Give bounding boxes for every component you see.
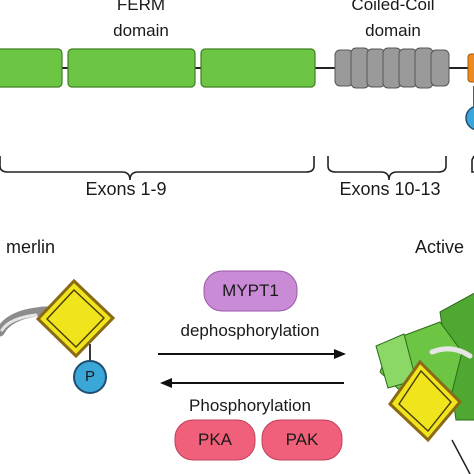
ferm-block-3	[200, 48, 316, 88]
reverse-arrow-head	[160, 378, 172, 388]
phospho-label: P	[84, 368, 95, 385]
exons-1-9-label: Exons 1-9	[85, 179, 167, 199]
coiled-coil-label-line1: Coiled-Coil	[351, 0, 435, 14]
forward-arrow	[158, 349, 346, 359]
ferm-block-1	[0, 48, 63, 88]
yellow-square-domain	[35, 278, 116, 359]
yellow-square-inner	[46, 289, 105, 348]
pak-pill	[261, 419, 343, 461]
ferm-domain-blocks	[0, 48, 316, 88]
active-merlin-label: Active	[415, 237, 465, 257]
coil-1	[334, 49, 354, 87]
mypt1-label: MYPT1	[222, 281, 279, 300]
inactive-merlin-label: merlin	[6, 237, 56, 257]
closed-merlin-structure	[0, 278, 116, 394]
coil-6	[414, 47, 434, 89]
exons-1-9-brace	[0, 156, 315, 181]
coil-7	[430, 49, 450, 87]
coil-3	[366, 48, 386, 88]
coiled-coil-cylinders	[334, 47, 450, 89]
phosphorylation-label: Phosphorylation	[189, 396, 311, 415]
exons-10-13-label: Exons 10-13	[339, 179, 441, 199]
reverse-arrow	[160, 378, 344, 388]
phospho-circle-edge	[465, 105, 474, 131]
yellow-square-inner-right	[398, 369, 452, 433]
exons-10-13-brace	[327, 156, 447, 181]
ferm-block-2	[67, 48, 196, 88]
open-merlin-structure	[375, 292, 474, 474]
mypt1-pill	[203, 270, 298, 312]
pak-label: PAK	[285, 430, 319, 449]
coil-2	[350, 47, 370, 89]
ferm-domain-label-line1: FERM	[116, 0, 166, 14]
right-stem	[451, 439, 471, 474]
edge-brace	[471, 155, 474, 173]
phospho-circle	[73, 360, 107, 394]
gray-linker-arc-highlight	[0, 313, 38, 332]
coiled-coil-label-line2: domain	[365, 21, 421, 40]
pka-label: PKA	[197, 430, 233, 449]
coil-4	[382, 47, 402, 89]
gray-linker-right	[429, 346, 473, 359]
yellow-square-domain-right	[388, 359, 463, 443]
c-terminal-segment	[467, 53, 474, 83]
dephosphorylation-label: dephosphorylation	[180, 321, 320, 340]
pka-pill	[174, 419, 256, 461]
coil-5	[398, 48, 418, 88]
ferm-domain-label-line2: domain	[113, 21, 169, 40]
forward-arrow-head	[334, 349, 346, 359]
